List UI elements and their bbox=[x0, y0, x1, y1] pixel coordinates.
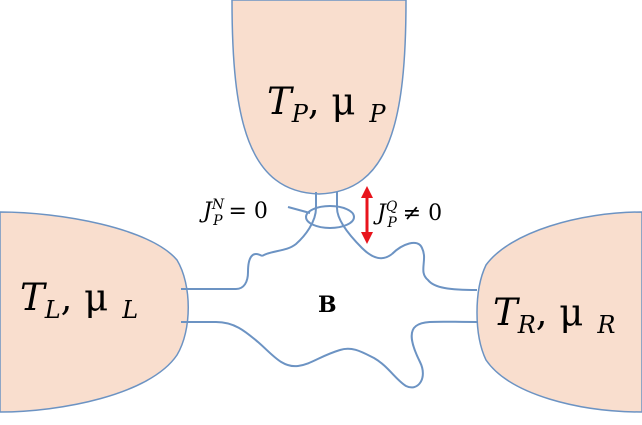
right-reservoir bbox=[476, 211, 642, 413]
left-reservoir bbox=[0, 211, 189, 413]
conductor-lower-boundary bbox=[181, 320, 478, 389]
probe-reservoir bbox=[231, 0, 407, 195]
conductor-label: B bbox=[318, 292, 337, 318]
probe-lead-left bbox=[261, 192, 317, 257]
probe-coupling-ring bbox=[305, 205, 355, 229]
particle-current-pointer bbox=[287, 206, 311, 214]
conductor-upper-boundary bbox=[181, 241, 478, 291]
probe-lead-right bbox=[336, 192, 393, 260]
